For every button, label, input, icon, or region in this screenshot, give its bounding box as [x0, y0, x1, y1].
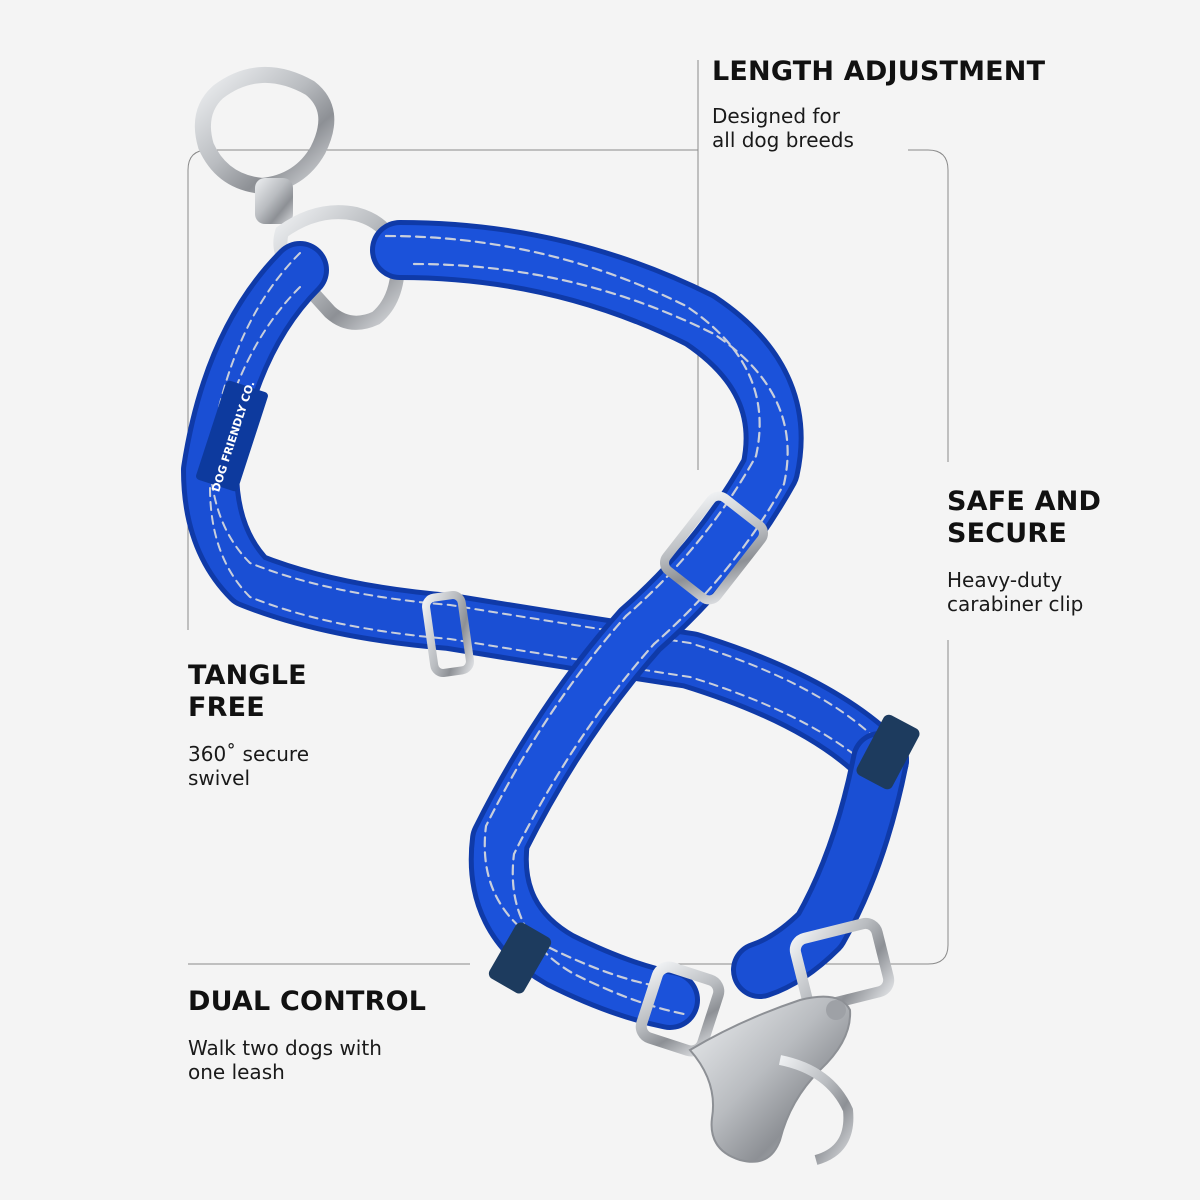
leash-strap — [181, 220, 909, 1030]
feature-heading: DUAL CONTROL — [188, 986, 427, 1017]
feature-length-adjustment: LENGTH ADJUSTMENT Designed for all dog b… — [712, 56, 1045, 152]
strap-keeper-lower — [488, 922, 552, 994]
strap-buckle — [422, 591, 474, 677]
feature-heading: LENGTH ADJUSTMENT — [712, 56, 1046, 87]
feature-safe-and-secure: SAFE AND SECURE Heavy-duty carabiner cli… — [947, 486, 1101, 616]
feature-description: 360˚ secure swivel — [188, 742, 310, 790]
feature-description: Designed for all dog breeds — [712, 104, 854, 152]
feature-description: Walk two dogs with one leash — [188, 1036, 382, 1084]
carabiner-clip — [635, 917, 895, 1165]
length-adjust-slider — [659, 491, 769, 605]
feature-description: Heavy-duty carabiner clip — [947, 568, 1084, 616]
strap-keeper-upper — [856, 714, 920, 790]
feature-heading: TANGLE FREE — [188, 660, 307, 723]
feature-heading: SAFE AND SECURE — [947, 486, 1102, 549]
feature-dual-control: DUAL CONTROL Walk two dogs with one leas… — [188, 986, 426, 1084]
feature-tangle-free: TANGLE FREE 360˚ secure swivel — [188, 660, 309, 790]
